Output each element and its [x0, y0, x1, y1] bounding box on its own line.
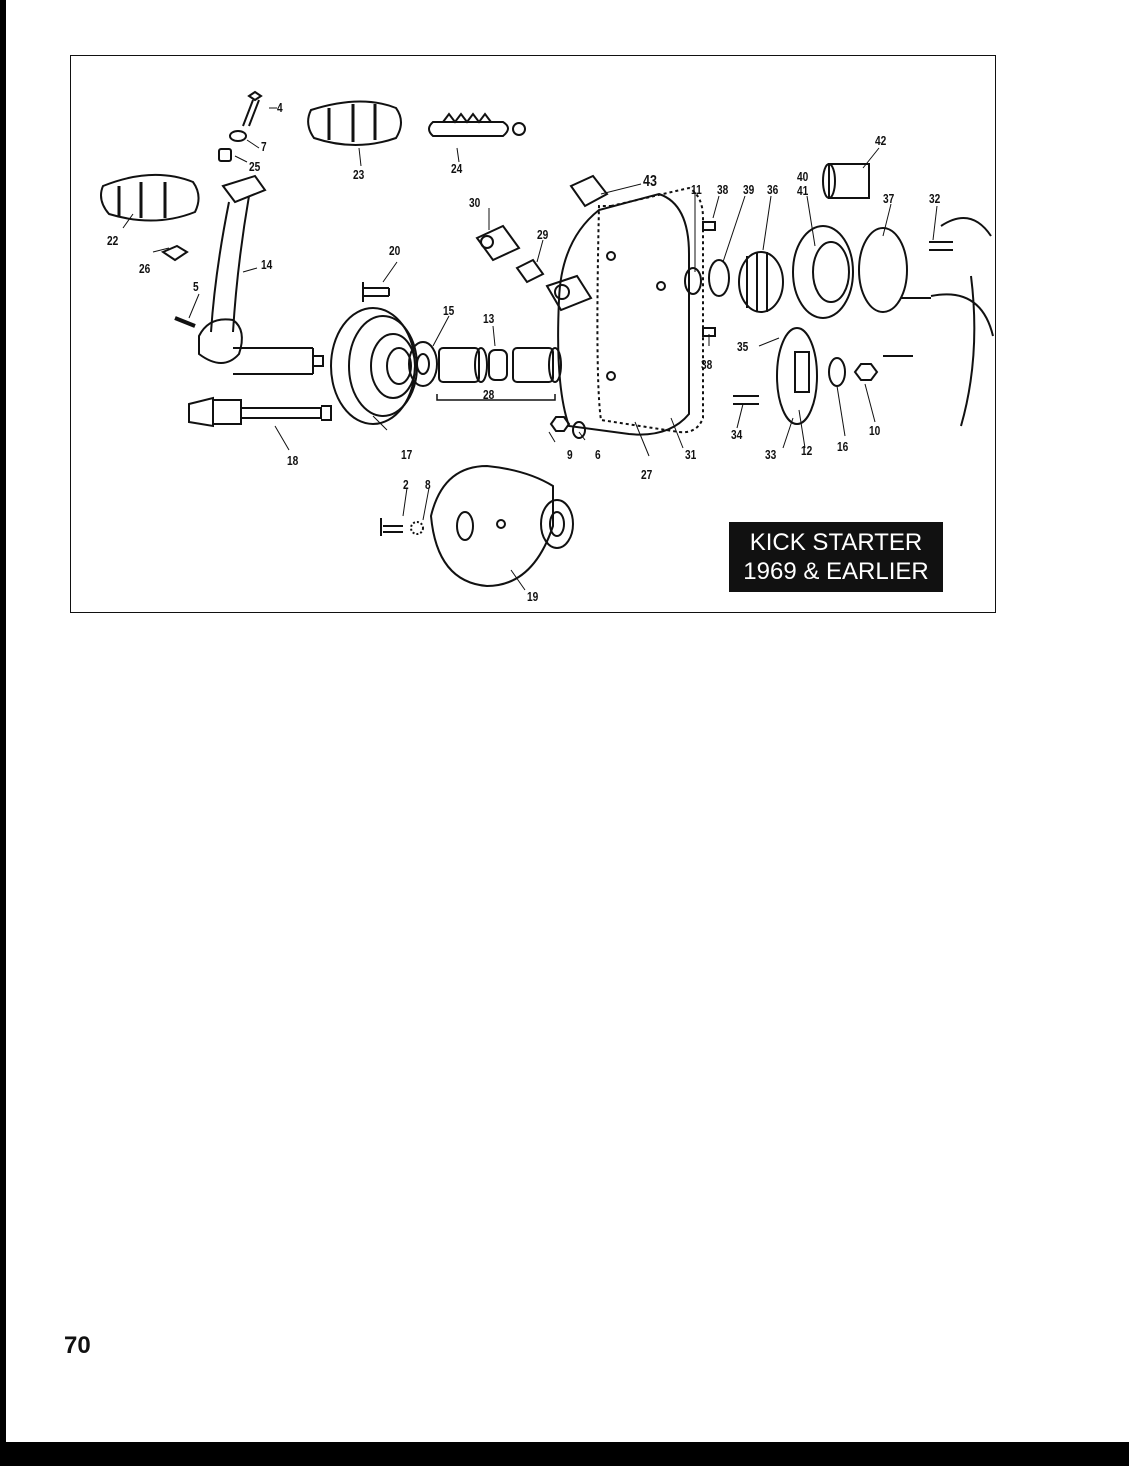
part-footrest-24 [428, 121, 509, 137]
callout-10: 10 [869, 423, 881, 438]
part-bearing-13 [488, 349, 508, 381]
callout-25: 25 [249, 159, 261, 174]
part-plug-29 [515, 258, 545, 284]
part-gasket-31 [596, 186, 704, 434]
part-washer-11 [684, 267, 702, 295]
callout-36: 36 [767, 182, 779, 197]
callout-28: 28 [483, 387, 495, 402]
page-bottom-bar [0, 1442, 1129, 1466]
exploded-parts-drawing [100, 90, 994, 591]
part-pin-34 [733, 395, 759, 405]
part-pedal-rubber-22 [100, 173, 200, 222]
part-washer-15 [408, 341, 438, 387]
callout-4: 4 [277, 100, 283, 115]
part-bolt-20 [362, 282, 390, 302]
part-nut-9 [549, 416, 571, 432]
part-ring-37 [858, 227, 908, 313]
callout-19: 19 [527, 589, 539, 604]
callout-15: 15 [443, 303, 455, 318]
part-gear-40 [792, 225, 854, 319]
callout-7: 7 [261, 139, 267, 154]
diagram-title-line-2: 1969 & EARLIER [743, 558, 929, 585]
part-gear-36 [738, 251, 784, 313]
part-cover-27 [557, 192, 690, 436]
part-bushing-28b [512, 347, 554, 383]
callout-16: 16 [837, 439, 849, 454]
part-bushing-28a [438, 347, 480, 383]
part-washer-19b [540, 499, 574, 549]
callout-6: 6 [595, 447, 601, 462]
page-number: 70 [64, 1332, 91, 1359]
callout-37: 37 [883, 191, 895, 206]
diagram-title-box: KICK STARTER 1969 & EARLIER [729, 522, 943, 592]
part-shaft-18 [188, 396, 332, 428]
callout-12: 12 [801, 443, 813, 458]
part-bushing-42 [828, 163, 870, 199]
callout-20: 20 [389, 243, 401, 258]
callout-41: 41 [797, 183, 809, 198]
part-footrest-23 [307, 100, 402, 146]
callout-11: 11 [691, 182, 702, 197]
part-ratchet-33 [776, 327, 818, 425]
part-lockwasher-8 [410, 521, 424, 535]
part-studs-32 [883, 241, 953, 357]
callout-31: 31 [685, 447, 697, 462]
callout-22: 22 [107, 233, 119, 248]
callout-42: 42 [875, 133, 887, 148]
callout-27: 27 [641, 467, 653, 482]
part-nut-25 [218, 148, 232, 162]
part-plug-43 [569, 174, 609, 208]
callout-8: 8 [425, 477, 431, 492]
part-washer-39 [708, 259, 730, 297]
part-washer-16 [828, 357, 846, 387]
callout-18: 18 [287, 453, 299, 468]
callout-38: 38 [717, 182, 729, 197]
callout-33: 33 [765, 447, 777, 462]
part-screw-5 [174, 316, 196, 328]
part-washer-7 [229, 130, 247, 142]
callout-38b: 38 [701, 357, 713, 372]
part-bushing-30 [475, 224, 521, 262]
callout-17: 17 [401, 447, 413, 462]
part-washer-6 [572, 421, 586, 439]
callout-5: 5 [193, 279, 199, 294]
callout-13: 13 [483, 311, 495, 326]
callout-23: 23 [353, 167, 365, 182]
part-crank-14 [221, 174, 267, 204]
callout-40: 40 [797, 169, 809, 184]
part-key-38a [702, 221, 716, 231]
part-bolt-4 [247, 90, 263, 102]
page-edge-bar [0, 0, 6, 1466]
diagram-title-line-1: KICK STARTER [749, 529, 923, 556]
part-screw-2 [380, 518, 403, 536]
part-clip-26 [160, 244, 189, 262]
callout-34: 34 [731, 427, 743, 442]
callout-24: 24 [451, 161, 463, 176]
callout-26: 26 [139, 261, 151, 276]
callout-9: 9 [567, 447, 573, 462]
callout-30: 30 [469, 195, 481, 210]
diagram-frame: 4 7 25 23 24 42 43 11 38 39 36 40 41 37 … [70, 55, 996, 613]
callout-29: 29 [537, 227, 549, 242]
callout-39: 39 [743, 182, 755, 197]
callout-14: 14 [261, 257, 273, 272]
part-cover-19 [429, 464, 554, 588]
callout-32: 32 [929, 191, 941, 206]
callout-43: 43 [643, 173, 657, 190]
part-nut-10 [853, 363, 879, 381]
callout-2: 2 [403, 477, 409, 492]
callout-35: 35 [737, 339, 749, 354]
